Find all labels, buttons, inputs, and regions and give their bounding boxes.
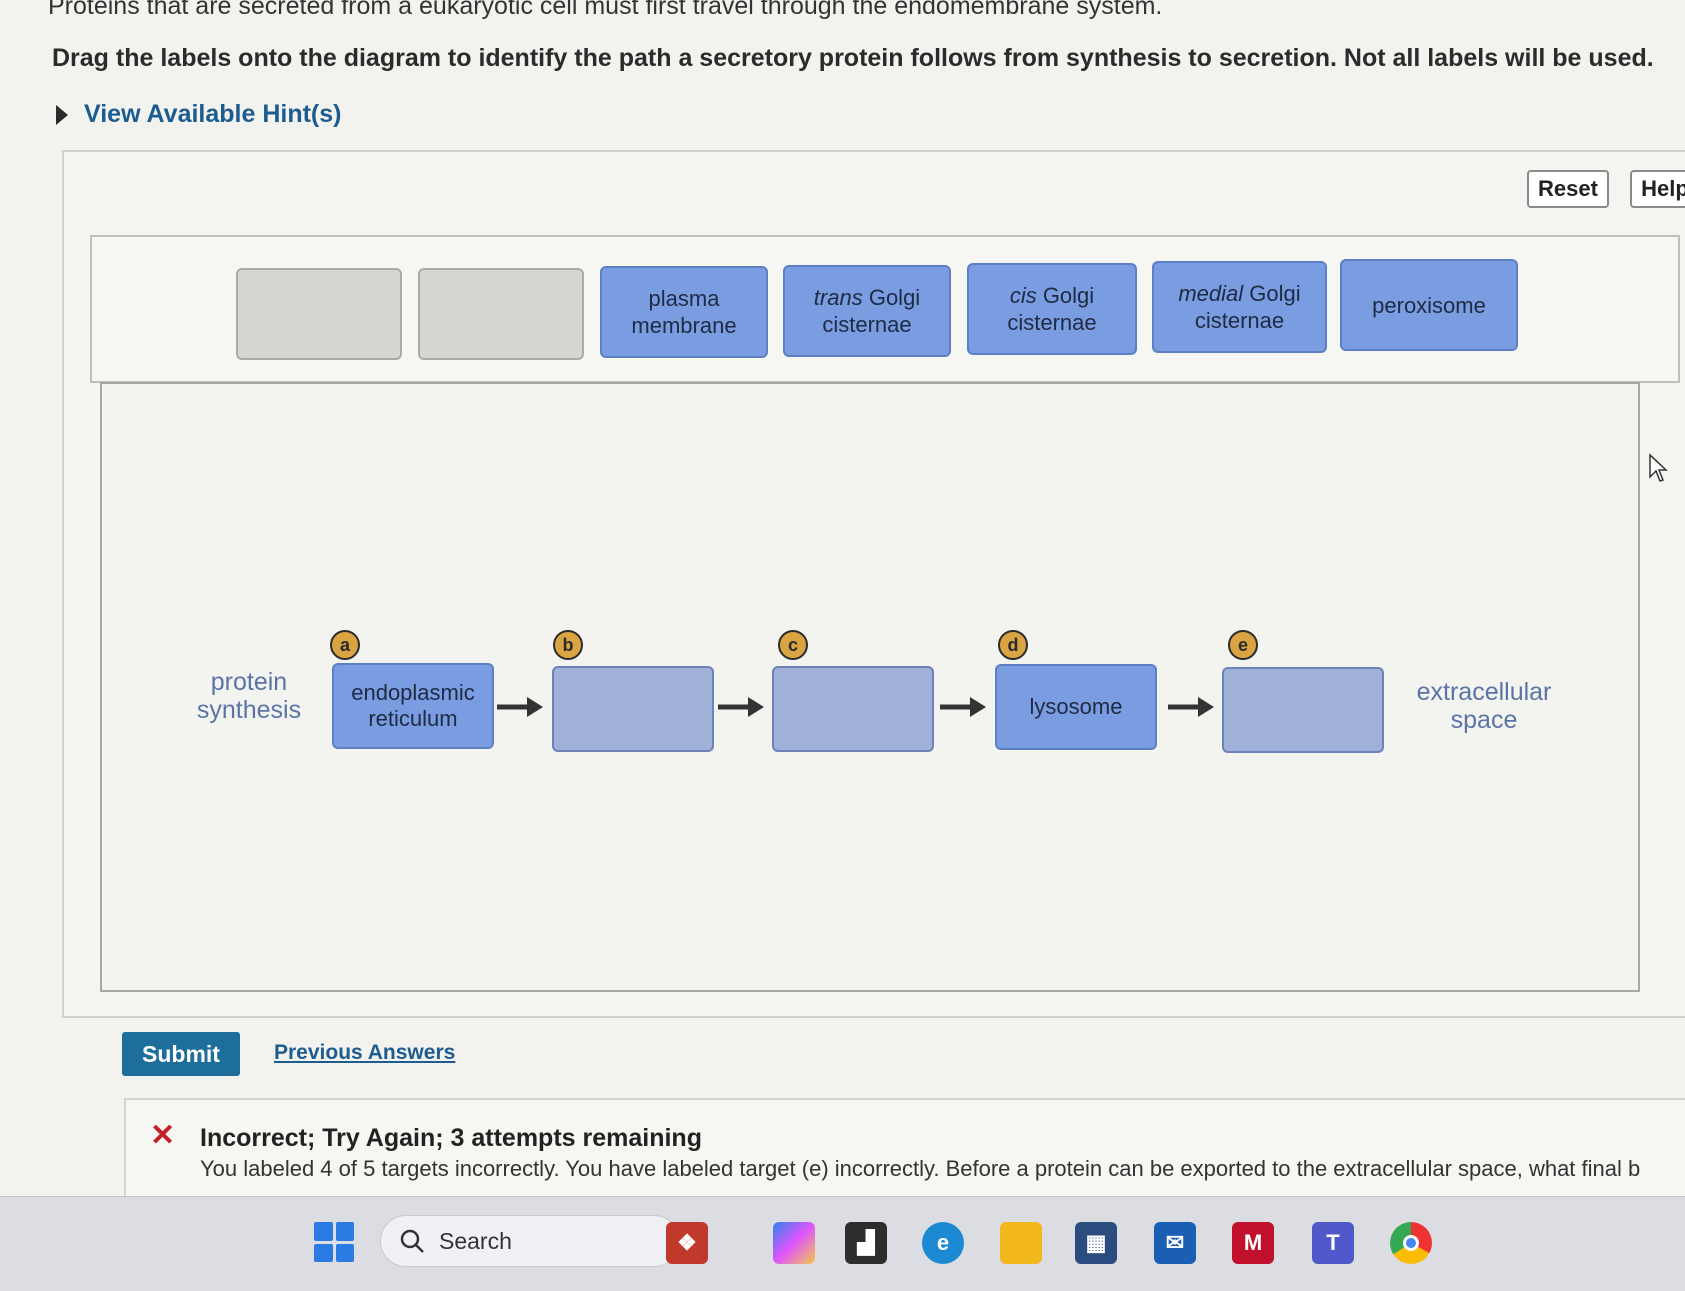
chip-line: cisternae	[1194, 308, 1285, 333]
start-label-protein-synthesis: protein synthesis	[196, 668, 302, 724]
target-value-line: reticulum	[368, 706, 458, 731]
reset-button[interactable]: Reset	[1527, 170, 1609, 208]
drop-target-c[interactable]	[772, 666, 934, 752]
incorrect-x-icon: ✕	[150, 1119, 176, 1152]
flow-arrow-icon	[718, 697, 764, 717]
file-explorer-dark-icon[interactable]: ▟	[845, 1222, 887, 1264]
chip-line: cisternae	[1007, 310, 1097, 335]
question-intro: Proteins that are secreted from a eukary…	[48, 0, 1163, 20]
feedback-box	[124, 1098, 1685, 1208]
flow-arrow-icon	[497, 697, 543, 717]
copilot-icon[interactable]	[773, 1222, 815, 1264]
view-hints-toggle[interactable]: View Available Hint(s)	[56, 100, 341, 129]
chip-line: medial Golgi	[1178, 280, 1300, 307]
drop-target-a[interactable]: endoplasmic reticulum	[332, 663, 494, 749]
label-chip-trans-golgi[interactable]: trans Golgi cisternae	[783, 265, 951, 357]
taskbar-search[interactable]: Search	[380, 1215, 680, 1267]
drop-target-b[interactable]	[552, 666, 714, 752]
gift-app-icon[interactable]: ❖	[666, 1222, 708, 1264]
submit-button[interactable]: Submit	[122, 1032, 240, 1076]
chip-line: cis Golgi	[1007, 282, 1096, 309]
edge-icon[interactable]: e	[922, 1222, 964, 1264]
expand-triangle-icon	[56, 104, 68, 125]
mcafee-icon[interactable]: M	[1232, 1222, 1274, 1264]
help-button[interactable]: Help	[1630, 170, 1685, 208]
chip-line: cisternae	[822, 312, 912, 337]
target-marker-c: c	[778, 630, 808, 660]
start-icon[interactable]	[314, 1222, 354, 1262]
chip-italic-term: medial	[1178, 281, 1244, 306]
label-chip-cis-golgi[interactable]: cis Golgi cisternae	[967, 263, 1137, 355]
target-marker-d: d	[998, 630, 1028, 660]
chip-line-rest: Golgi	[1243, 281, 1301, 306]
search-icon	[400, 1229, 424, 1253]
label-bank-empty-slot	[418, 268, 584, 360]
question-instructions: Drag the labels onto the diagram to iden…	[52, 44, 1654, 72]
chip-line-rest: Golgi	[862, 285, 921, 310]
mail-icon[interactable]: ✉	[1154, 1222, 1196, 1264]
chip-italic-term: cis	[1009, 283, 1037, 308]
chip-line: membrane	[631, 313, 737, 338]
chrome-icon[interactable]	[1390, 1222, 1432, 1264]
target-marker-b: b	[553, 630, 583, 660]
store-icon[interactable]: ▦	[1075, 1222, 1117, 1264]
label-chip-plasma-membrane[interactable]: plasma membrane	[600, 266, 768, 358]
label-chip-peroxisome[interactable]: peroxisome	[1340, 259, 1518, 351]
target-value-line: lysosome	[1029, 694, 1123, 719]
chip-italic-term: trans	[813, 285, 863, 310]
chip-line: plasma	[648, 286, 720, 311]
windows-taskbar	[0, 1196, 1685, 1291]
previous-answers-link[interactable]: Previous Answers	[274, 1041, 456, 1064]
end-label-extracellular-space: extracellular space	[1416, 678, 1552, 734]
teams-icon[interactable]: T	[1312, 1222, 1354, 1264]
chip-line: trans Golgi	[814, 284, 920, 311]
flow-arrow-icon	[1168, 697, 1214, 717]
search-placeholder: Search	[439, 1227, 512, 1254]
flow-arrow-icon	[940, 697, 986, 717]
drop-target-e[interactable]	[1222, 667, 1384, 753]
folder-icon[interactable]	[1000, 1222, 1042, 1264]
target-marker-a: a	[330, 630, 360, 660]
feedback-status: Incorrect; Try Again; 3 attempts remaini…	[200, 1124, 702, 1152]
view-hints-label: View Available Hint(s)	[84, 100, 342, 128]
label-bank-empty-slot	[236, 268, 402, 360]
target-value-line: endoplasmic	[351, 680, 475, 705]
target-marker-e: e	[1228, 630, 1258, 660]
drop-target-d[interactable]: lysosome	[995, 664, 1157, 750]
feedback-detail: You labeled 4 of 5 targets incorrectly. …	[200, 1156, 1641, 1181]
chip-line-rest: Golgi	[1036, 283, 1095, 308]
chip-line: peroxisome	[1372, 292, 1486, 318]
label-chip-medial-golgi[interactable]: medial Golgi cisternae	[1152, 261, 1327, 353]
mouse-pointer-icon	[1649, 453, 1668, 482]
